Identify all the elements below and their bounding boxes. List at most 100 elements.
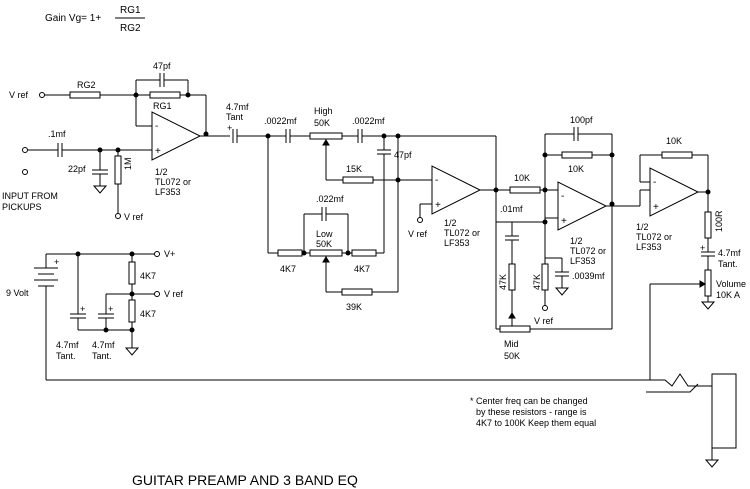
vref-terminal-supply	[154, 291, 160, 297]
gain-formula-denominator: RG2	[120, 23, 141, 34]
tone-stack: .0022mf High 50K .0022mf 47pf 15K	[264, 106, 432, 312]
coupling-cap-1: 4.7mf Tant +	[226, 102, 271, 143]
vref-terminal-input	[39, 92, 45, 98]
tant-cap-2-value: 4.7mf	[92, 340, 115, 350]
note-line-3: 4K7 to 100K Keep them equal	[476, 418, 596, 428]
mid-pot	[499, 325, 531, 333]
gain-formula: Gain Vg= 1+ RG1 RG2	[45, 5, 145, 34]
tant-cap-1-value: 4.7mf	[56, 340, 79, 350]
opamp-2-minus: -	[435, 175, 438, 186]
c022-label: .022mf	[316, 194, 344, 204]
input-label-1: INPUT FROM	[2, 191, 58, 201]
c47pf-mid-label: 47pf	[394, 150, 412, 160]
opamp-4-plus: +	[653, 202, 659, 213]
ground-icon-jack	[704, 459, 720, 468]
r39k-label: 39K	[346, 302, 362, 312]
input-label-2: PICKUPS	[2, 202, 42, 212]
tant-cap-2-plus: +	[108, 304, 113, 314]
opamp-1-plus: +	[155, 146, 161, 157]
opamp-2-label-1: 1/2	[444, 218, 457, 228]
r10k-output-feedback	[661, 151, 693, 159]
output-jack	[711, 373, 737, 449]
opamp-1	[151, 111, 202, 161]
r47k-left-label: 47K	[498, 274, 508, 290]
vref-label-op2: V ref	[408, 229, 428, 239]
c22pf-label: 22pf	[68, 164, 86, 174]
ground-icon-mid	[554, 287, 570, 296]
output-stage: - + 1/2 TL072 or LF353 10K 100R + 4.7mf …	[636, 136, 746, 468]
r4k7-right	[351, 249, 377, 257]
c47mf-output-label: 4.7mf	[718, 248, 741, 258]
input-ground-terminal	[22, 169, 28, 175]
opamp-4-label-3: LF353	[636, 242, 662, 252]
rg1-label: RG1	[153, 101, 172, 111]
tant-cap-1-label: Tant.	[56, 351, 76, 361]
low-pot-label: Low	[316, 229, 333, 239]
opamp-2	[431, 165, 482, 215]
r47k-right	[541, 263, 549, 291]
power-supply: V+ + 9 Volt 4K7 V ref 4K7 +	[6, 249, 650, 381]
input-stage: V ref RG2 47pf RG1 - + 1/2 TL072 or LF35…	[2, 61, 230, 222]
opamp-1-label-1: 1/2	[155, 167, 168, 177]
low-pot	[309, 249, 343, 257]
vref-label-mid: V ref	[534, 316, 554, 326]
r4k7-divider-bottom-label: 4K7	[140, 309, 156, 319]
opamp-3	[557, 181, 608, 231]
r10k-output-label: 10K	[666, 136, 682, 146]
r39k-resistor	[341, 288, 373, 296]
tant-cap-2-label: Tant.	[92, 351, 112, 361]
opamp-4	[649, 167, 700, 217]
low-pot-value: 50K	[316, 239, 332, 249]
c0022-a-label: .0022mf	[264, 116, 297, 126]
r1m-resistor	[114, 155, 122, 185]
c0039-label: .0039mf	[572, 271, 605, 281]
r100r-label: 100R	[714, 210, 724, 232]
mid-pot-value: 50K	[504, 351, 520, 361]
opamp-2-label-3: LF353	[444, 238, 470, 248]
opamp-3-plus: +	[561, 216, 567, 227]
ground-icon	[92, 185, 108, 194]
opamp-2-plus: +	[435, 200, 441, 211]
r47k-right-label: 47K	[532, 274, 542, 290]
c47pf-feedback-label: 47pf	[153, 61, 171, 71]
r15k-label: 15K	[346, 164, 362, 174]
gain-formula-prefix: Gain Vg= 1+	[45, 13, 101, 24]
opamp-1-label-3: LF353	[155, 187, 181, 197]
opamp-3-minus: -	[561, 191, 564, 202]
r4k7-right-label: 4K7	[354, 264, 370, 274]
vref-terminal-1m	[115, 213, 121, 219]
r4k7-left-label: 4K7	[280, 264, 296, 274]
r1m-label: 1M	[123, 157, 133, 170]
diagram-title: GUITAR PREAMP AND 3 BAND EQ	[132, 472, 358, 488]
volume-label: Volume	[716, 279, 746, 289]
r4k7-divider-bottom	[128, 299, 136, 323]
opamp-1-label-2: TL072 or	[155, 177, 191, 187]
volume-value: 10K A	[716, 290, 740, 300]
tant-output-plus: +	[700, 243, 705, 253]
mid-stage: 10K 100pf 10K - + 1/2 TL072 or LF353 .01…	[496, 115, 640, 361]
vplus-label: V+	[164, 249, 175, 259]
mid-pot-label: Mid	[504, 339, 519, 349]
battery-label: 9 Volt	[6, 288, 29, 298]
high-pot	[309, 132, 343, 140]
gain-formula-numerator: RG1	[120, 5, 141, 16]
c1mf-label: .1mf	[48, 129, 66, 139]
r10k-mid-feedback-label: 10K	[568, 164, 584, 174]
c01mf-label: .01mf	[500, 204, 523, 214]
vref-label-input: V ref	[9, 90, 29, 100]
ground-icon-volume	[700, 301, 716, 310]
vref-terminal-op2	[417, 217, 423, 223]
vref-terminal-mid	[542, 305, 548, 311]
footnote: * Center freq can be changed by these re…	[470, 396, 596, 428]
r4k7-divider-top-label: 4K7	[140, 271, 156, 281]
input-terminal	[22, 147, 28, 153]
high-pot-value: 50K	[314, 118, 330, 128]
opamp-4-label-1: 1/2	[636, 222, 649, 232]
opamp-4-label-2: TL072 or	[636, 232, 672, 242]
r10k-mid-feedback	[561, 151, 593, 159]
r47k-left	[508, 263, 516, 291]
volume-pot	[704, 269, 712, 297]
rg2-label: RG2	[77, 80, 96, 90]
opamp-3-label-1: 1/2	[570, 236, 583, 246]
